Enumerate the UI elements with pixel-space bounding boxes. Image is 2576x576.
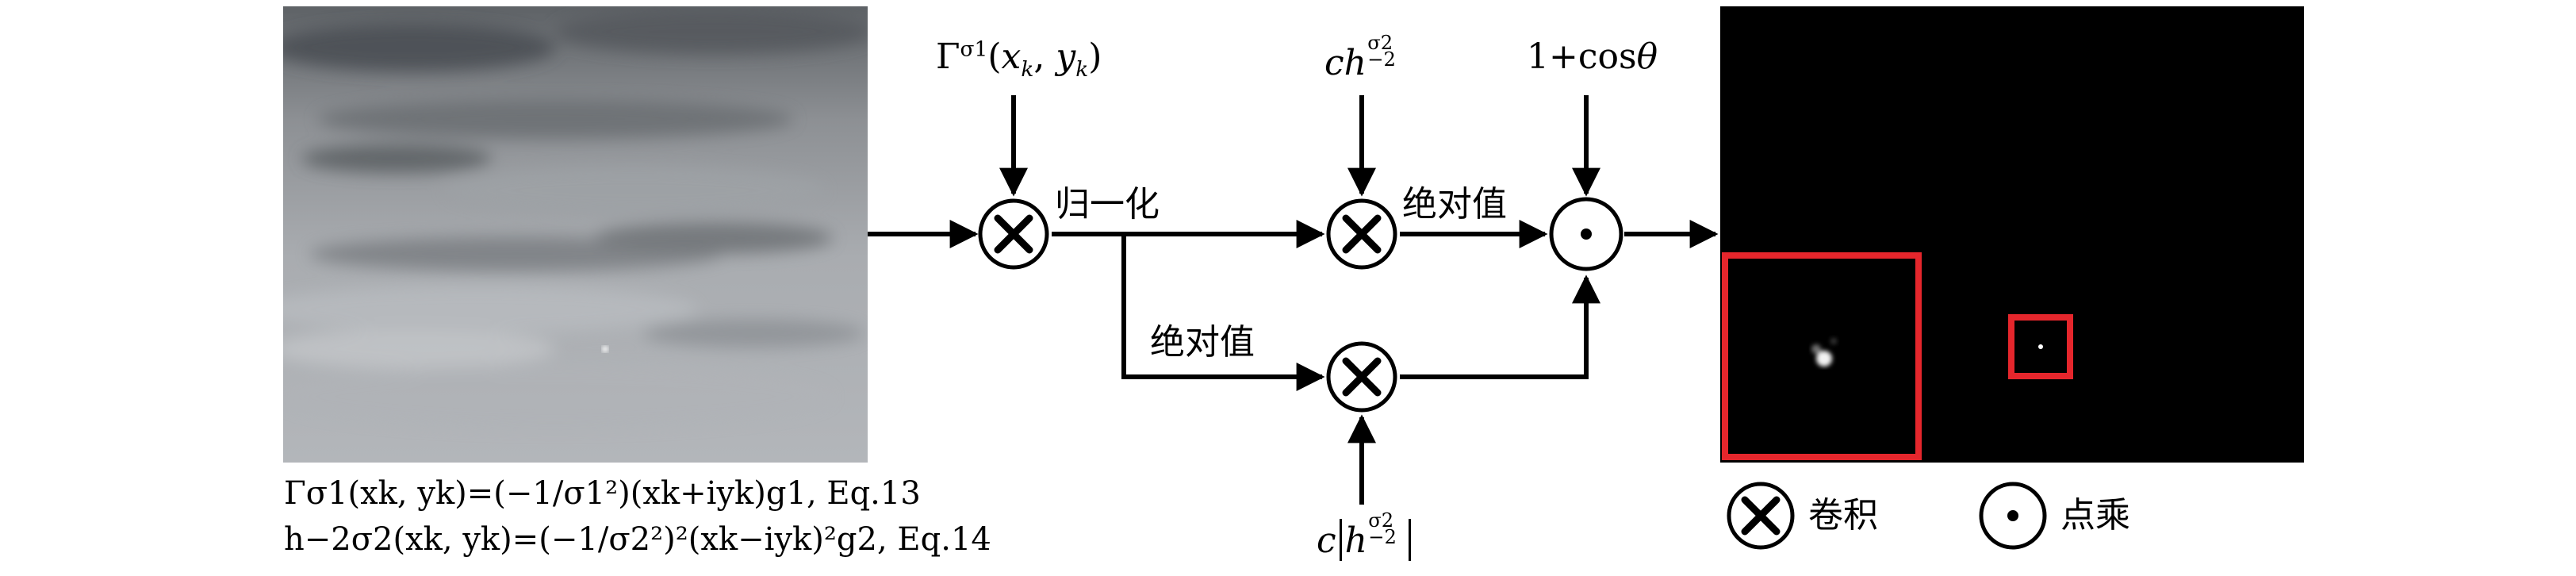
equation-14: h−2σ2(xk, yk)=(−1/σ2²)²(xk−iyk)²g2, Eq.1…	[284, 521, 991, 558]
target-point	[2038, 344, 2043, 349]
dot-product-node	[1549, 197, 1623, 271]
conv-node-1	[978, 198, 1049, 270]
conv-node-2	[1326, 198, 1397, 270]
normalize-label: 归一化	[1055, 184, 1160, 225]
conv-node-3	[1326, 341, 1397, 413]
connectors	[868, 95, 1719, 505]
target-box	[2008, 314, 2073, 379]
zoomed-target-box	[1722, 252, 1922, 460]
abs-bottom-label: 绝对值	[1150, 322, 1255, 363]
legend-dot-label: 点乘	[2060, 495, 2130, 536]
cos-theta-label: 1+cosθ	[1527, 36, 1658, 77]
legend-conv-icon	[1727, 482, 1795, 550]
legend-dot-icon	[1979, 482, 2047, 550]
output-detection-image	[1720, 6, 2304, 463]
legend-conv-label: 卷积	[1808, 495, 1878, 536]
gamma-kernel-label: Γσ1(xk, yk)	[936, 36, 1102, 82]
input-cloud-image	[283, 6, 868, 463]
abs-top-label: 绝对值	[1402, 184, 1507, 225]
equation-13: Γσ1(xk, yk)=(−1/σ1²)(xk+iyk)g1, Eq.13	[284, 475, 921, 512]
